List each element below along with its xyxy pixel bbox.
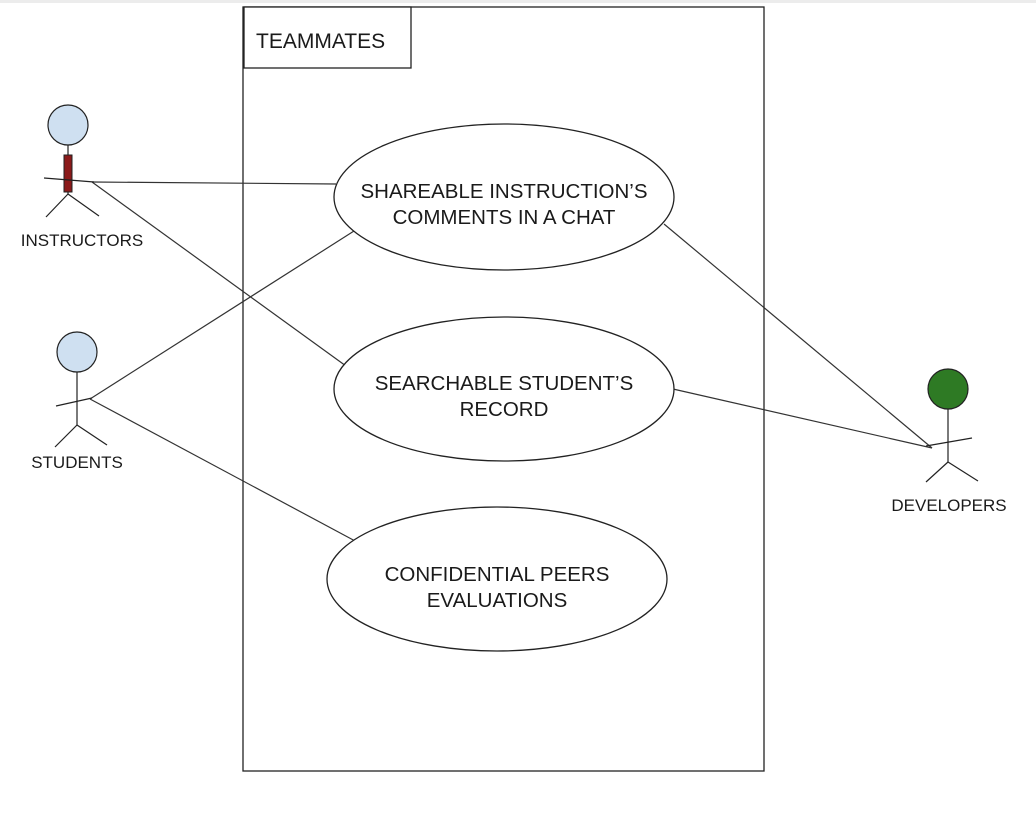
actor-right-leg [76, 424, 108, 446]
actor-arms [925, 437, 973, 447]
use-case-label-line1: SEARCHABLE STUDENT’S [375, 372, 634, 395]
actor-label: DEVELOPERS [891, 496, 1006, 515]
actor-arms [43, 177, 95, 183]
actor-left-leg [925, 461, 949, 483]
association-instructors-shareable [91, 181, 337, 185]
actor-right-leg [947, 461, 979, 482]
use-case-confidential-evaluations: CONFIDENTIAL PEERS EVALUATIONS [326, 506, 668, 652]
actor-head-icon [56, 331, 98, 373]
actor-head-icon [927, 368, 969, 410]
actor-label: STUDENTS [31, 453, 123, 472]
actor-head-icon [47, 104, 89, 146]
actor-left-leg [45, 193, 69, 218]
use-case-label-line2: EVALUATIONS [427, 589, 568, 612]
actor-students: STUDENTS [31, 331, 123, 472]
use-case-searchable-record: SEARCHABLE STUDENT’S RECORD [333, 316, 675, 462]
system-title-box [243, 6, 412, 69]
use-case-ellipse [333, 316, 675, 462]
system-boundary [242, 6, 765, 772]
association-instructors-searchable [91, 181, 347, 367]
use-case-label-line1: SHAREABLE INSTRUCTION’S [360, 180, 647, 203]
system-title: TEAMMATES [256, 30, 385, 53]
association-developers-shareable [663, 223, 933, 449]
actor-developers: DEVELOPERS [891, 368, 1007, 515]
tie-icon [63, 154, 73, 193]
use-case-label-line2: COMMENTS IN A CHAT [393, 206, 616, 229]
associations [89, 181, 933, 543]
association-developers-searchable [672, 388, 933, 449]
actor-arms [55, 397, 93, 407]
actor-label: INSTRUCTORS [21, 231, 143, 250]
use-case-label-line1: CONFIDENTIAL PEERS [385, 563, 610, 586]
top-border [0, 0, 1036, 3]
actor-instructors: INSTRUCTORS [21, 104, 143, 250]
association-students-confidential [89, 398, 358, 543]
actor-right-leg [67, 193, 100, 217]
association-students-shareable [89, 230, 355, 400]
use-case-ellipse [326, 506, 668, 652]
use-case-label-line2: RECORD [460, 398, 549, 421]
use-case-shareable-comments: SHAREABLE INSTRUCTION’S COMMENTS IN A CH… [333, 123, 675, 271]
use-case-ellipse [333, 123, 675, 271]
actor-left-leg [54, 424, 78, 448]
